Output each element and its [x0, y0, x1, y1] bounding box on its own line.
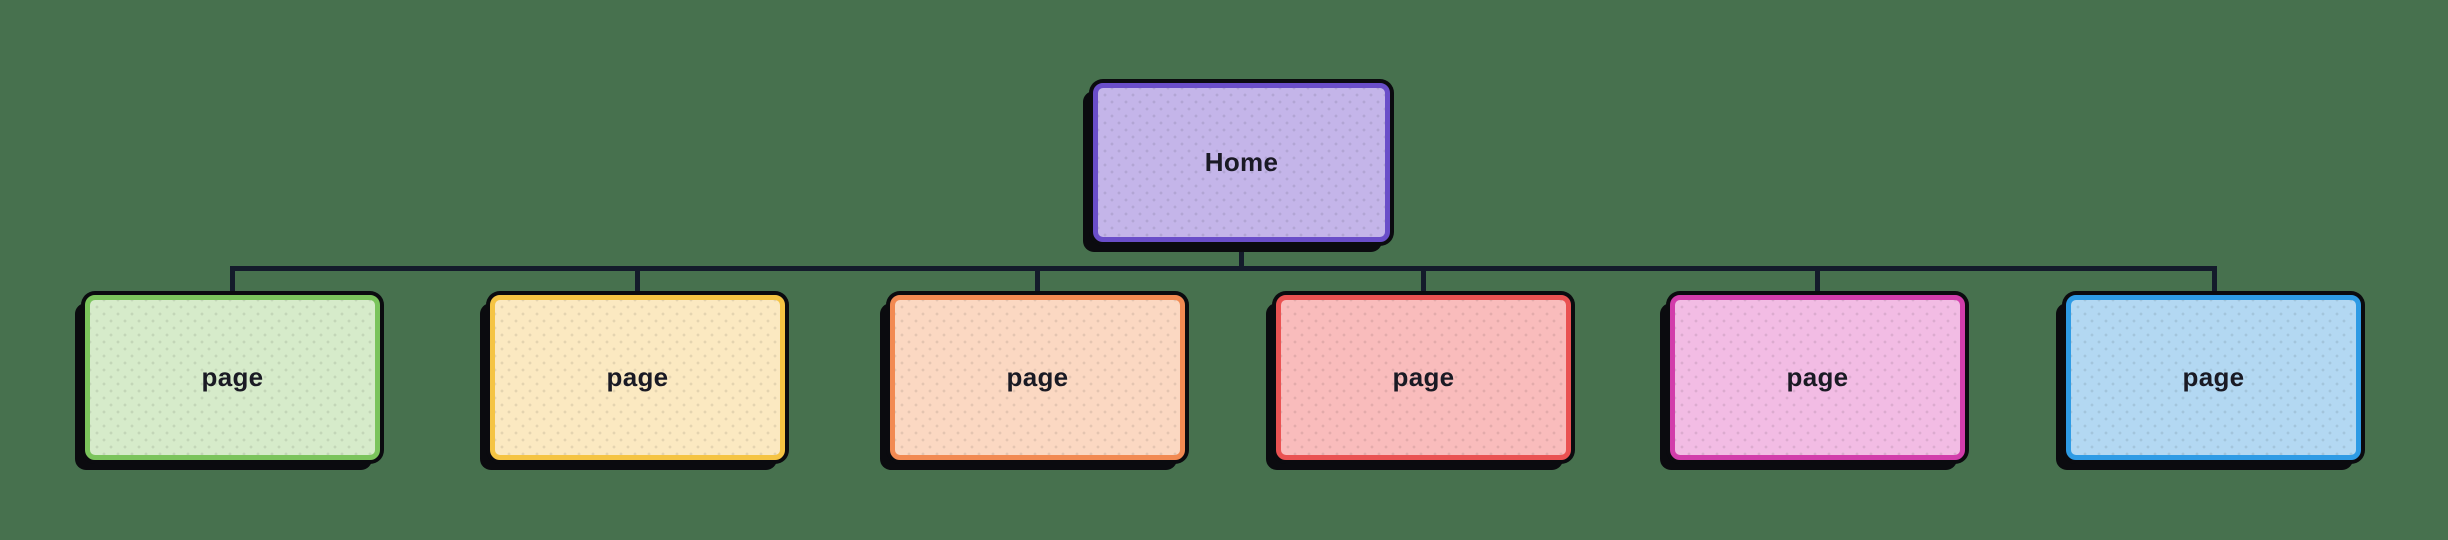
page-node-label: page [1006, 362, 1069, 392]
connector-drop-2 [635, 266, 640, 297]
connector-trunk [230, 266, 2217, 271]
page-node-label: page [201, 362, 264, 392]
connector-drop-6 [2212, 266, 2217, 297]
page-node-2: page [490, 295, 785, 460]
page-node-6: page [2066, 295, 2361, 460]
page-node-5: page [1670, 295, 1965, 460]
connector-home-stub [1239, 240, 1244, 268]
connector-drop-1 [230, 266, 235, 297]
page-node-4: page [1276, 295, 1571, 460]
page-node-3: page [890, 295, 1185, 460]
home-node-label: Home [1204, 147, 1279, 177]
connector-drop-4 [1421, 266, 1426, 297]
page-node-1: page [85, 295, 380, 460]
connector-drop-3 [1035, 266, 1040, 297]
home-node: Home [1093, 83, 1390, 242]
page-node-label: page [2182, 362, 2245, 392]
page-node-label: page [1392, 362, 1455, 392]
page-node-label: page [606, 362, 669, 392]
connector-drop-5 [1815, 266, 1820, 297]
page-node-label: page [1786, 362, 1849, 392]
